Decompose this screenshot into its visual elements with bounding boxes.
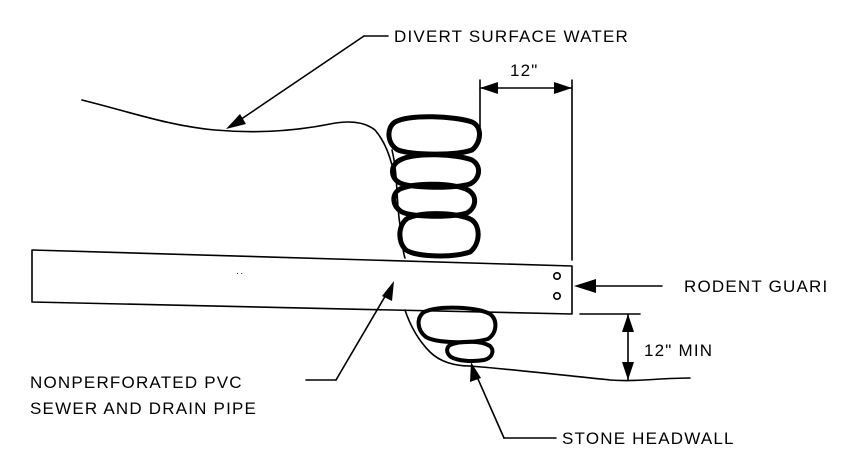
upper-headwall-stones: [386, 114, 482, 259]
leader-line: [233, 35, 365, 125]
arrow-head: [382, 281, 394, 301]
stone: [445, 339, 495, 363]
rodent-guard: [552, 271, 561, 300]
arrow-head: [226, 114, 246, 129]
arrow-head: [574, 279, 596, 293]
divert-water-label: DIVERT SURFACE WATER: [394, 27, 629, 46]
stone: [416, 305, 498, 345]
upper-ground-line: [81, 99, 393, 166]
top-dimension-label: 12": [510, 61, 539, 80]
arrow-head: [480, 82, 498, 94]
pipe-marking: ··: [236, 268, 244, 278]
divert-water-callout: DIVERT SURFACE WATER: [226, 27, 629, 129]
pipe-label-line2: SEWER AND DRAIN PIPE: [30, 399, 257, 418]
arrow-head: [622, 314, 634, 332]
leader-line: [335, 287, 391, 381]
stone-headwall-callout: STONE HEADWALL: [470, 362, 735, 448]
arrow-head: [554, 82, 572, 94]
stone: [390, 152, 481, 190]
pipe-callout: NONPERFORATED PVC SEWER AND DRAIN PIPE: [30, 281, 394, 418]
stone: [397, 211, 481, 259]
min-dimension: 12" MIN: [579, 313, 713, 381]
lower-ground-line: [469, 365, 691, 382]
stone: [391, 181, 478, 219]
guard-bolt: [552, 271, 561, 280]
stone: [386, 114, 482, 157]
stone-headwall-label: STONE HEADWALL: [562, 429, 735, 448]
leader-line: [473, 369, 505, 439]
arrow-head: [622, 362, 634, 380]
lower-headwall-stones: [416, 305, 498, 363]
rodent-guard-callout: RODENT GUARI: [574, 277, 828, 296]
rodent-guard-label: RODENT GUARI: [684, 277, 828, 296]
pipe-label-line1: NONPERFORATED PVC: [30, 373, 243, 392]
arrow-head: [470, 362, 481, 382]
min-dimension-label: 12" MIN: [644, 341, 713, 360]
guard-bolt: [552, 291, 561, 300]
pvc-pipe: [31, 249, 573, 315]
lower-soil-edge: [404, 309, 471, 367]
top-dimension: 12": [479, 61, 573, 261]
